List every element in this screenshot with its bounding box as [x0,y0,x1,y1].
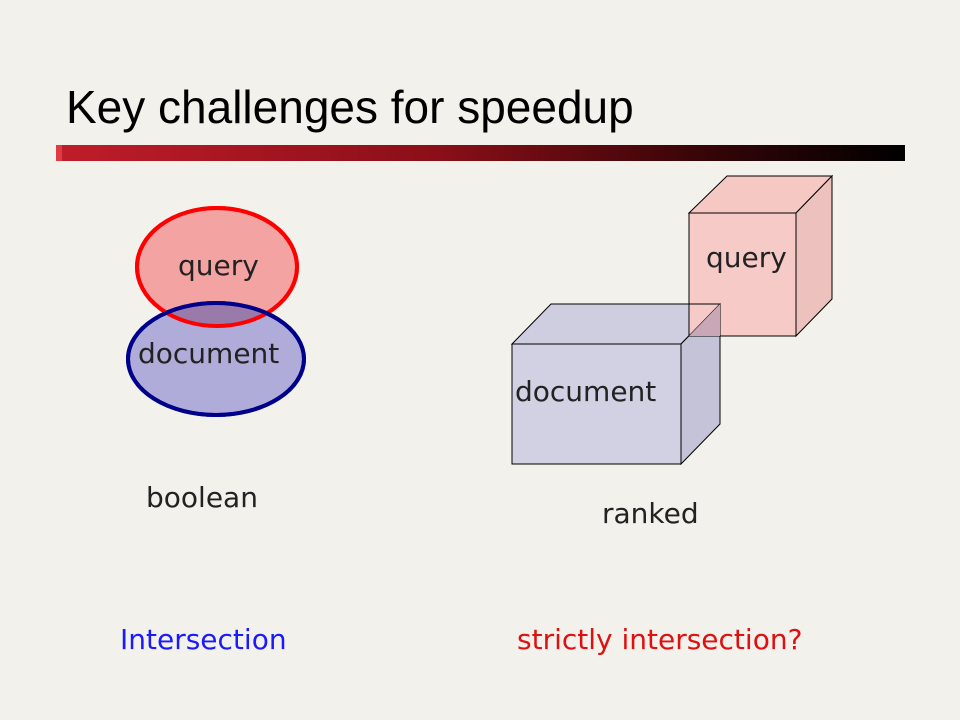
boolean-caption: boolean [146,481,258,514]
document-cube [510,302,722,466]
cube-overlap-region-lower [689,304,720,336]
cube-query-label: query [706,241,787,274]
query-cube [687,174,834,338]
boolean-venn-diagram [126,206,306,417]
query-ellipse-outline [135,206,299,328]
slide-title: Key challenges for speedup [66,81,634,133]
document-ellipse-outline [126,301,306,417]
title-underline-bar [56,145,905,161]
venn-document-label: document [138,337,280,370]
intersection-note: Intersection [120,623,287,656]
venn-query-label: query [178,249,259,282]
strictly-intersection-note: strictly intersection? [517,623,803,656]
ranked-caption: ranked [602,497,699,530]
cube-document-label: document [515,375,657,408]
title-underline-accent [56,145,62,161]
ranked-cube-diagram [510,174,834,466]
query-cube-front [688,212,797,337]
document-cube-front [511,343,682,465]
